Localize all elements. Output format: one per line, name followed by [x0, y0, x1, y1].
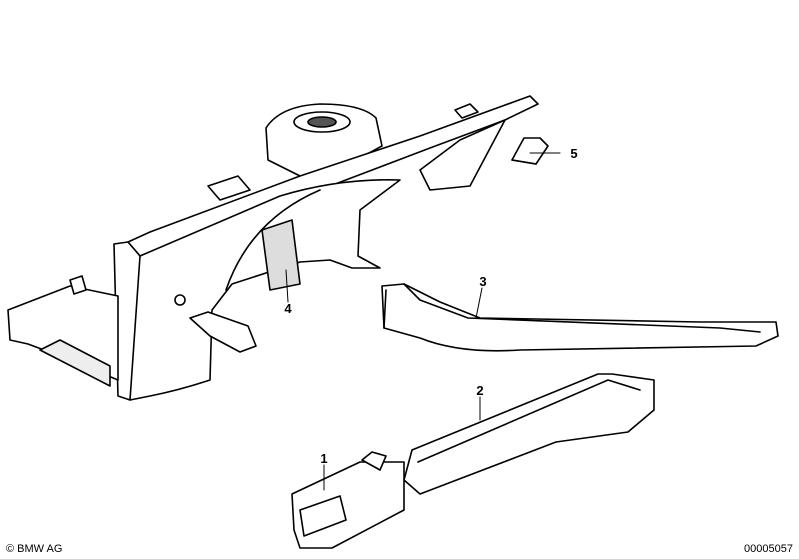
part-1-front-end: [291, 451, 405, 549]
callout-5: 5: [570, 146, 577, 161]
callout-4: 4: [284, 301, 292, 316]
part-5-bracket: [511, 137, 549, 165]
document-number: 00005057: [744, 543, 793, 555]
part-2-longitudinal-member: [403, 373, 655, 495]
copyright-label: © BMW AG: [6, 543, 63, 555]
part-3-side-member: [381, 283, 779, 352]
callout-2: 2: [476, 383, 483, 398]
callout-1: 1: [320, 451, 327, 466]
wheel-arch: [125, 179, 401, 401]
part-4-wheel-house-assembly: [7, 95, 539, 401]
callout-3: 3: [479, 274, 486, 289]
leader-lines: [285, 152, 561, 491]
